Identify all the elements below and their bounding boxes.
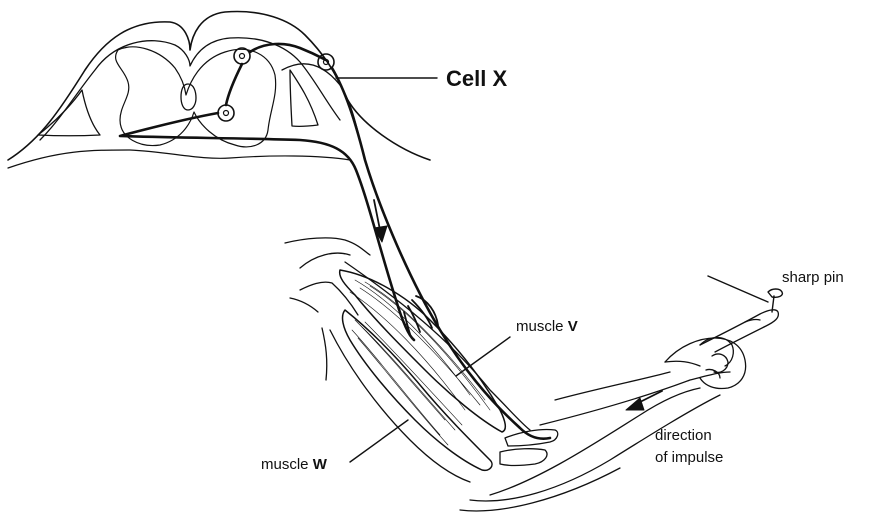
left-root-wedge	[38, 90, 100, 136]
sharp-pin-leader-line	[708, 276, 768, 302]
muscle-w-label: muscle W	[261, 456, 327, 473]
relay-neuron-nucleus-top	[240, 54, 245, 59]
upper-arm-short-line	[290, 298, 318, 312]
relay-neuron-body-top	[234, 48, 250, 64]
impulse-arrow	[626, 391, 662, 410]
relay-fibre-link	[226, 64, 242, 105]
upper-arm-bottom-edge	[330, 330, 470, 482]
muscle-w-label-prefix: muscle	[261, 456, 309, 473]
spinal-cord-section	[8, 12, 430, 168]
direction-label-line2: of impulse	[655, 449, 723, 466]
shoulder-curve-top	[285, 238, 370, 255]
muscle-w-label-letter: W	[313, 456, 327, 473]
spinal-cord-inner-outline	[40, 38, 340, 140]
fist-finger-2	[706, 369, 720, 378]
muscle-v-leader-line	[456, 337, 510, 376]
muscle-v-outline	[340, 270, 506, 432]
upper-arm	[285, 238, 530, 482]
cell-x-label: Cell X	[446, 66, 507, 92]
fist-finger-1	[712, 354, 728, 373]
index-finger	[700, 310, 778, 352]
palm-outline	[665, 338, 746, 389]
sharp-pin-label: sharp pin	[782, 269, 844, 286]
muscle-v-label-prefix: muscle	[516, 318, 564, 335]
sensory-neuron-fibre	[332, 68, 550, 439]
motor-neuron-nucleus	[224, 111, 229, 116]
hand	[665, 310, 778, 389]
direction-label-line1: direction	[655, 427, 712, 444]
shoulder-curve-mid	[300, 253, 350, 268]
sharp-pin	[768, 289, 782, 312]
impulse-arrow-head	[626, 398, 644, 410]
motor-neuron-body	[218, 105, 234, 121]
upper-arm-dangle	[322, 328, 327, 380]
muscle-v-label-letter: V	[568, 318, 578, 335]
muscle-w-leader-line	[350, 420, 408, 462]
sharp-pin-head	[768, 289, 782, 297]
index-finger-joint	[745, 320, 760, 322]
muscle-v-label: muscle V	[516, 318, 578, 335]
upper-arm-outer-line	[300, 282, 358, 315]
muscle-v-fibres	[350, 280, 490, 410]
motor-neuron-fibre	[120, 113, 414, 340]
elbow-bone-bottom	[500, 449, 547, 466]
nerve-fibres	[120, 44, 550, 439]
lower-cord-curve	[8, 150, 350, 168]
wrist-line	[665, 361, 700, 366]
right-root-wedge	[290, 70, 318, 126]
